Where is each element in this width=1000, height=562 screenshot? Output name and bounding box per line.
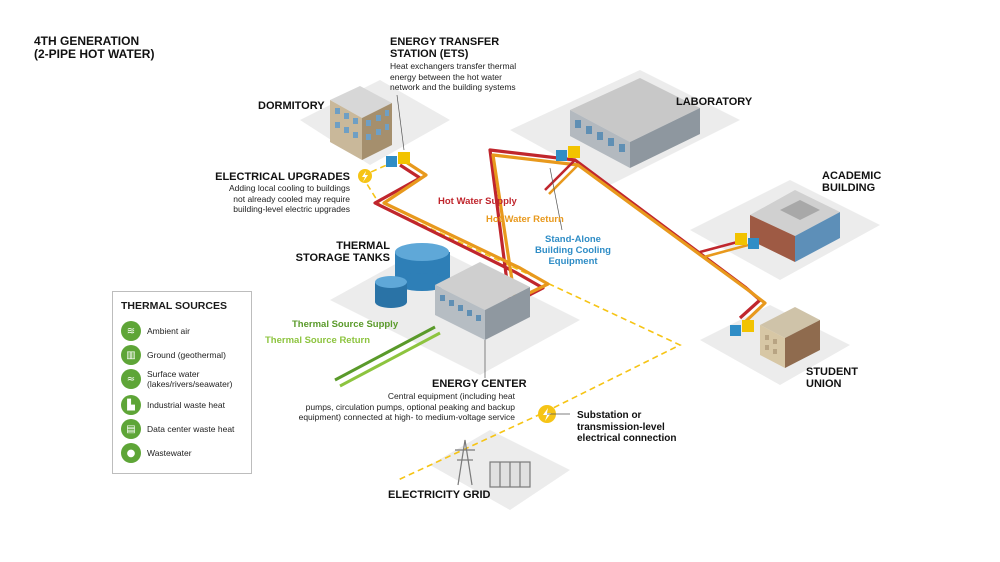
ets-unit-lab xyxy=(568,146,580,158)
thermal-source-return-line xyxy=(339,331,441,388)
source-label: Data center waste heat xyxy=(147,424,235,434)
ets-description: Heat exchangers transfer thermal energy … xyxy=(390,61,517,92)
thermal-sources-legend: THERMAL SOURCES ≋ Ambient air ▥ Ground (… xyxy=(112,291,252,474)
energy-center-description: Central equipment (including heat pumps,… xyxy=(298,391,515,422)
thermal-storage-label: THERMAL STORAGE TANKS xyxy=(295,240,390,264)
hot-water-supply-label: Hot Water Supply xyxy=(438,196,517,207)
dormitory-building xyxy=(330,86,392,160)
source-item-ground: ▥ Ground (geothermal) xyxy=(121,345,226,365)
diagram-title: 4TH GENERATION (2-PIPE HOT WATER) xyxy=(34,34,155,61)
lightning-bolt-icon xyxy=(543,408,551,421)
ground-icon: ▥ xyxy=(121,345,141,365)
thermal-source-return-label: Thermal Source Return xyxy=(265,335,371,346)
thermal-source-supply-line xyxy=(334,325,436,382)
dormitory-label: DORMITORY xyxy=(258,100,325,112)
ets-unit-dormitory xyxy=(398,152,410,164)
ets-title: ENERGY TRANSFER STATION (ETS) xyxy=(390,36,500,60)
ets-unit-union xyxy=(742,320,754,332)
lightning-bolt-icon xyxy=(362,171,368,182)
cooling-unit-lab xyxy=(556,150,567,161)
server-icon: ▤ xyxy=(121,419,141,439)
academic-branch-return xyxy=(703,243,749,259)
electrical-upgrades-description: Adding local cooling to buildings not al… xyxy=(229,183,350,214)
source-item-surface-water: ≈ Surface water (lakes/rivers/seawater) xyxy=(121,369,233,389)
hot-water-return-label: Hot Water Return xyxy=(486,214,564,225)
leader-lines xyxy=(396,94,570,415)
source-item-industrial-waste-heat: ▙ Industrial waste heat xyxy=(121,395,225,415)
cooling-unit-dormitory xyxy=(386,156,397,167)
ets-unit-academic xyxy=(735,233,747,245)
thermal-storage-tanks xyxy=(375,243,450,308)
thermal-source-lines xyxy=(334,325,441,388)
laboratory-building xyxy=(570,78,700,168)
lab-branch-return xyxy=(548,163,580,195)
ets-units xyxy=(386,146,759,336)
source-item-ambient-air: ≋ Ambient air xyxy=(121,321,190,341)
source-label: Surface water (lakes/rivers/seawater) xyxy=(147,369,233,389)
energy-center-title: ENERGY CENTER xyxy=(432,378,527,390)
thermal-sources-title: THERMAL SOURCES xyxy=(121,300,227,312)
electric-loop xyxy=(361,175,682,481)
student-union-label: STUDENT UNION xyxy=(806,366,858,390)
cooling-unit-union xyxy=(730,325,741,336)
thermal-source-supply-label: Thermal Source Supply xyxy=(292,319,399,330)
standalone-cooling-label: Stand-Alone Building Cooling Equipment xyxy=(535,234,611,267)
lab-branch-supply xyxy=(544,159,576,191)
cooling-unit-academic xyxy=(748,238,759,249)
electricity-grid-label: ELECTRICITY GRID xyxy=(388,489,491,501)
electricity-grid-equipment xyxy=(455,439,531,488)
wind-icon: ≋ xyxy=(121,321,141,341)
energy-center-building xyxy=(435,262,530,340)
source-label: Industrial waste heat xyxy=(147,400,225,410)
electrical-upgrades-title: ELECTRICAL UPGRADES xyxy=(215,171,350,183)
source-label: Ground (geothermal) xyxy=(147,350,226,360)
water-waves-icon: ≈ xyxy=(121,369,141,389)
substation-label: Substation or transmission-level electri… xyxy=(577,410,677,444)
source-label: Wastewater xyxy=(147,448,192,458)
source-item-wastewater: ● Wastewater xyxy=(121,443,192,463)
student-union-building xyxy=(760,307,820,368)
factory-icon: ▙ xyxy=(121,395,141,415)
academic-building-label: ACADEMIC BUILDING xyxy=(822,170,882,194)
source-item-data-center: ▤ Data center waste heat xyxy=(121,419,234,439)
droplet-icon: ● xyxy=(121,443,141,463)
source-label: Ambient air xyxy=(147,326,190,336)
academic-building xyxy=(750,190,840,262)
laboratory-label: LABORATORY xyxy=(676,96,753,108)
